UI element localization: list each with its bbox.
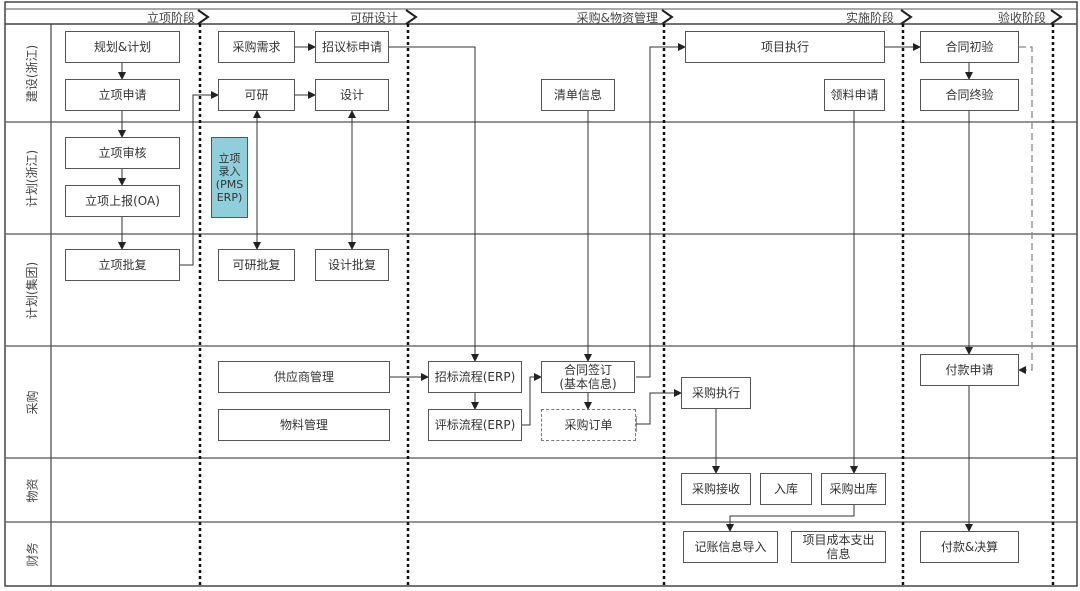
node-pingbiao-liucheng[interactable]: 评标流程(ERP) <box>428 409 522 441</box>
phase-label-shishi: 实施阶段 <box>845 11 894 25</box>
node-zhaobiao-liucheng[interactable]: 招标流程(ERP) <box>428 361 522 393</box>
node-fukuan-shenqing[interactable]: 付款申请 <box>920 354 1019 386</box>
phase-label-lixiang: 立项阶段 <box>146 11 195 25</box>
node-sheji-pifu[interactable]: 设计批复 <box>315 249 389 281</box>
node-lixiang-luru[interactable]: 立项录入(PMS ERP) <box>211 137 248 218</box>
edge-chuyan-to-fukuan-dashed <box>1018 46 1033 374</box>
phase-chevron <box>405 9 418 25</box>
edge-dingdan-to-zhixing <box>635 393 681 432</box>
node-zhaoyibiao-shenqing[interactable]: 招议标申请 <box>315 31 389 63</box>
node-fukuan-juesuan[interactable]: 付款&决算 <box>920 531 1019 563</box>
edge-pingbiao-to-hetong <box>522 373 542 426</box>
phase-label-keyan: 可研设计 <box>349 11 398 25</box>
lane-label-wuzi: 物资 <box>25 477 40 503</box>
node-caigou-dingdan[interactable]: 采购订单 <box>541 409 636 441</box>
node-jizhang-daoru[interactable]: 记账信息导入 <box>683 531 778 563</box>
node-gongyingshang-guanli[interactable]: 供应商管理 <box>218 361 390 393</box>
node-qingdan-xinxi[interactable]: 清单信息 <box>541 79 615 111</box>
lane-label-caiwu: 财务 <box>25 541 40 567</box>
node-keyan[interactable]: 可研 <box>218 79 295 111</box>
outer-frame <box>4 1 1078 587</box>
lane-label-caigou: 采购 <box>25 389 40 415</box>
node-wuliao-guanli[interactable]: 物料管理 <box>218 409 390 441</box>
node-sheji[interactable]: 设计 <box>315 79 389 111</box>
node-lixiang-shangbao[interactable]: 立项上报(OA) <box>65 185 180 217</box>
node-caigou-jieshou[interactable]: 采购接收 <box>681 473 751 505</box>
node-lixiang-pifu[interactable]: 立项批复 <box>65 249 180 281</box>
node-caigou-chuku[interactable]: 采购出库 <box>821 473 886 505</box>
phase-chevron <box>900 9 913 25</box>
node-caigou-zhixing[interactable]: 采购执行 <box>681 377 751 409</box>
phase-chevron <box>661 9 674 25</box>
lane-label-jianshe: 建设(浙江) <box>25 44 40 102</box>
node-lixiang-shenqing[interactable]: 立项申请 <box>65 79 180 111</box>
lane-label-jihua-jt: 计划(集团) <box>25 261 40 319</box>
phase-label-yanshou: 验收阶段 <box>997 11 1046 25</box>
node-xiangmu-zhixing[interactable]: 项目执行 <box>685 31 885 63</box>
edge-zhaoyibiao-to-zhaobiao <box>389 46 479 362</box>
phase-chevron <box>197 9 210 25</box>
lane-label-jihua-zj: 计划(浙江) <box>25 149 40 207</box>
node-ruku[interactable]: 入库 <box>760 473 812 505</box>
phase-chevron <box>1050 9 1063 25</box>
node-hetong-zhongyan[interactable]: 合同终验 <box>920 79 1019 111</box>
node-hetong-qianding[interactable]: 合同签订 (基本信息) <box>541 361 635 393</box>
node-lixiang-shenhe[interactable]: 立项审核 <box>65 137 180 169</box>
edge-hetong-to-xiangmu <box>636 43 686 378</box>
node-keyan-pifu[interactable]: 可研批复 <box>218 249 295 281</box>
phase-label-caigou: 采购&物资管理 <box>576 11 658 25</box>
node-guihua-jihua[interactable]: 规划&计划 <box>65 31 180 63</box>
edge-pifu-to-keyan <box>180 91 219 266</box>
node-hetong-chuyan[interactable]: 合同初验 <box>920 31 1019 63</box>
edge-chuku-to-jizhang <box>726 505 855 532</box>
node-lingliao-shenqing[interactable]: 领料申请 <box>824 79 885 111</box>
node-chengben-zhichu[interactable]: 项目成本支出 信息 <box>791 531 886 563</box>
node-caigou-xuqiu[interactable]: 采购需求 <box>218 31 295 63</box>
